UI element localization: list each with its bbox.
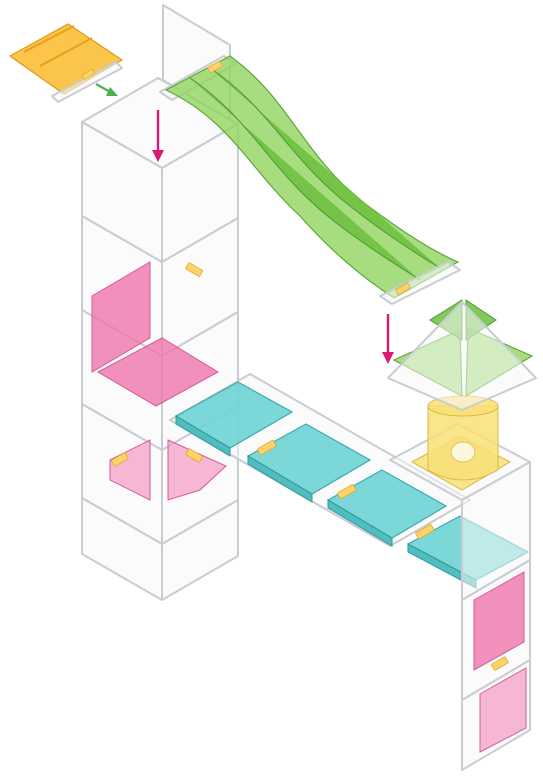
green-right-arrow-icon xyxy=(96,84,118,96)
orange-ramp-body xyxy=(10,24,122,94)
magenta-down-arrow-icon xyxy=(382,314,394,364)
funnel-frame xyxy=(388,302,536,410)
yellow-cylinder-hole xyxy=(451,442,475,462)
